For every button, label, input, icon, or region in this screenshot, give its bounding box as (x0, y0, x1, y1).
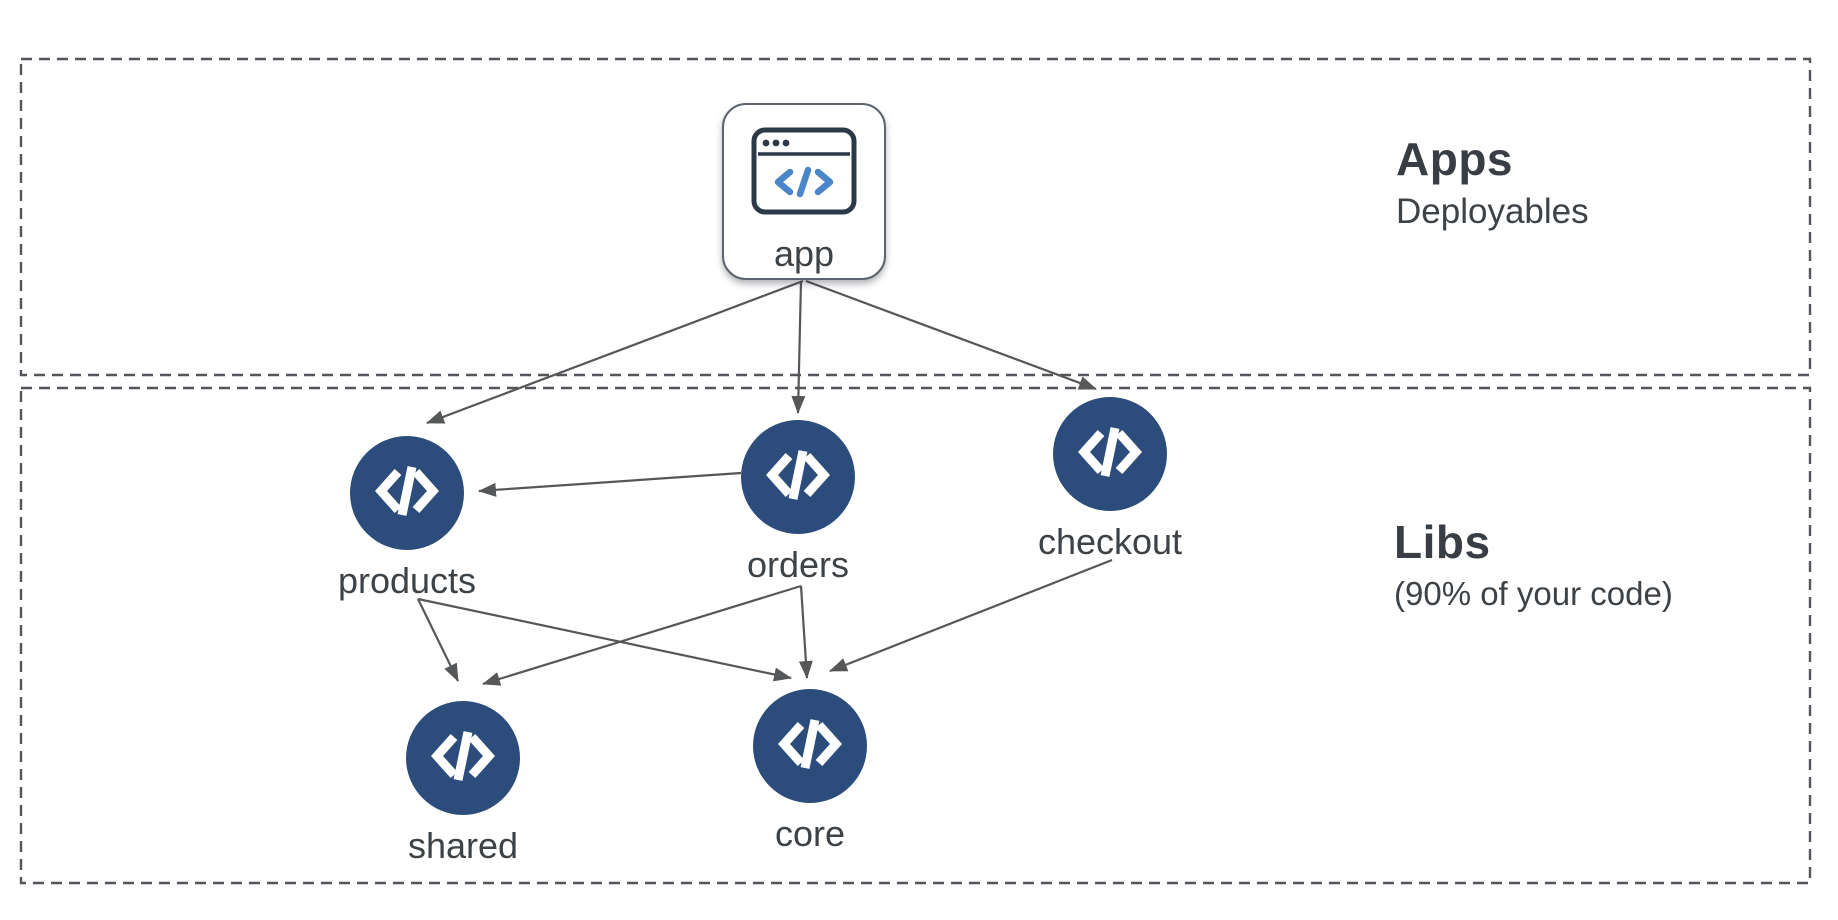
edge-checkout-core (829, 558, 1113, 673)
apps-section-subtitle: Deployables (1396, 191, 1589, 231)
node-checkout-label: checkout (1037, 521, 1183, 562)
node-orders: orders (708, 420, 888, 586)
code-circle-icon (430, 728, 496, 789)
edge-app-checkout (805, 279, 1097, 391)
code-circle-icon (777, 716, 843, 777)
node-core-label: core (774, 813, 846, 854)
code-circle-icon (765, 447, 831, 508)
edge-app-orders (791, 280, 806, 414)
node-core: core (720, 689, 900, 855)
apps-section-label: Apps Deployables (1396, 133, 1589, 232)
edge-app-products (426, 279, 804, 425)
edge-orders-core (798, 585, 813, 679)
code-circle-icon (374, 463, 440, 524)
node-app-label: app (773, 233, 835, 274)
libs-section-label: Libs (90% of your code) (1394, 516, 1673, 613)
node-shared-label: shared (407, 825, 519, 866)
browser-code-icon (750, 126, 858, 221)
node-orders-label: orders (746, 544, 850, 585)
node-products: products (317, 436, 497, 602)
edge-products-core (417, 597, 792, 682)
libs-section-subtitle: (90% of your code) (1394, 574, 1673, 612)
apps-section-box (19, 57, 1812, 377)
node-checkout: checkout (1020, 397, 1200, 563)
node-shared: shared (373, 701, 553, 867)
edge-products-shared (417, 598, 459, 682)
apps-section-title: Apps (1396, 133, 1513, 185)
edge-orders-shared (482, 584, 802, 686)
libs-section-box (19, 386, 1812, 885)
libs-section-title: Libs (1394, 516, 1491, 568)
edge-orders-products (478, 471, 742, 497)
code-circle-icon (1077, 424, 1143, 485)
node-products-label: products (337, 560, 477, 601)
node-app: app (722, 103, 886, 280)
